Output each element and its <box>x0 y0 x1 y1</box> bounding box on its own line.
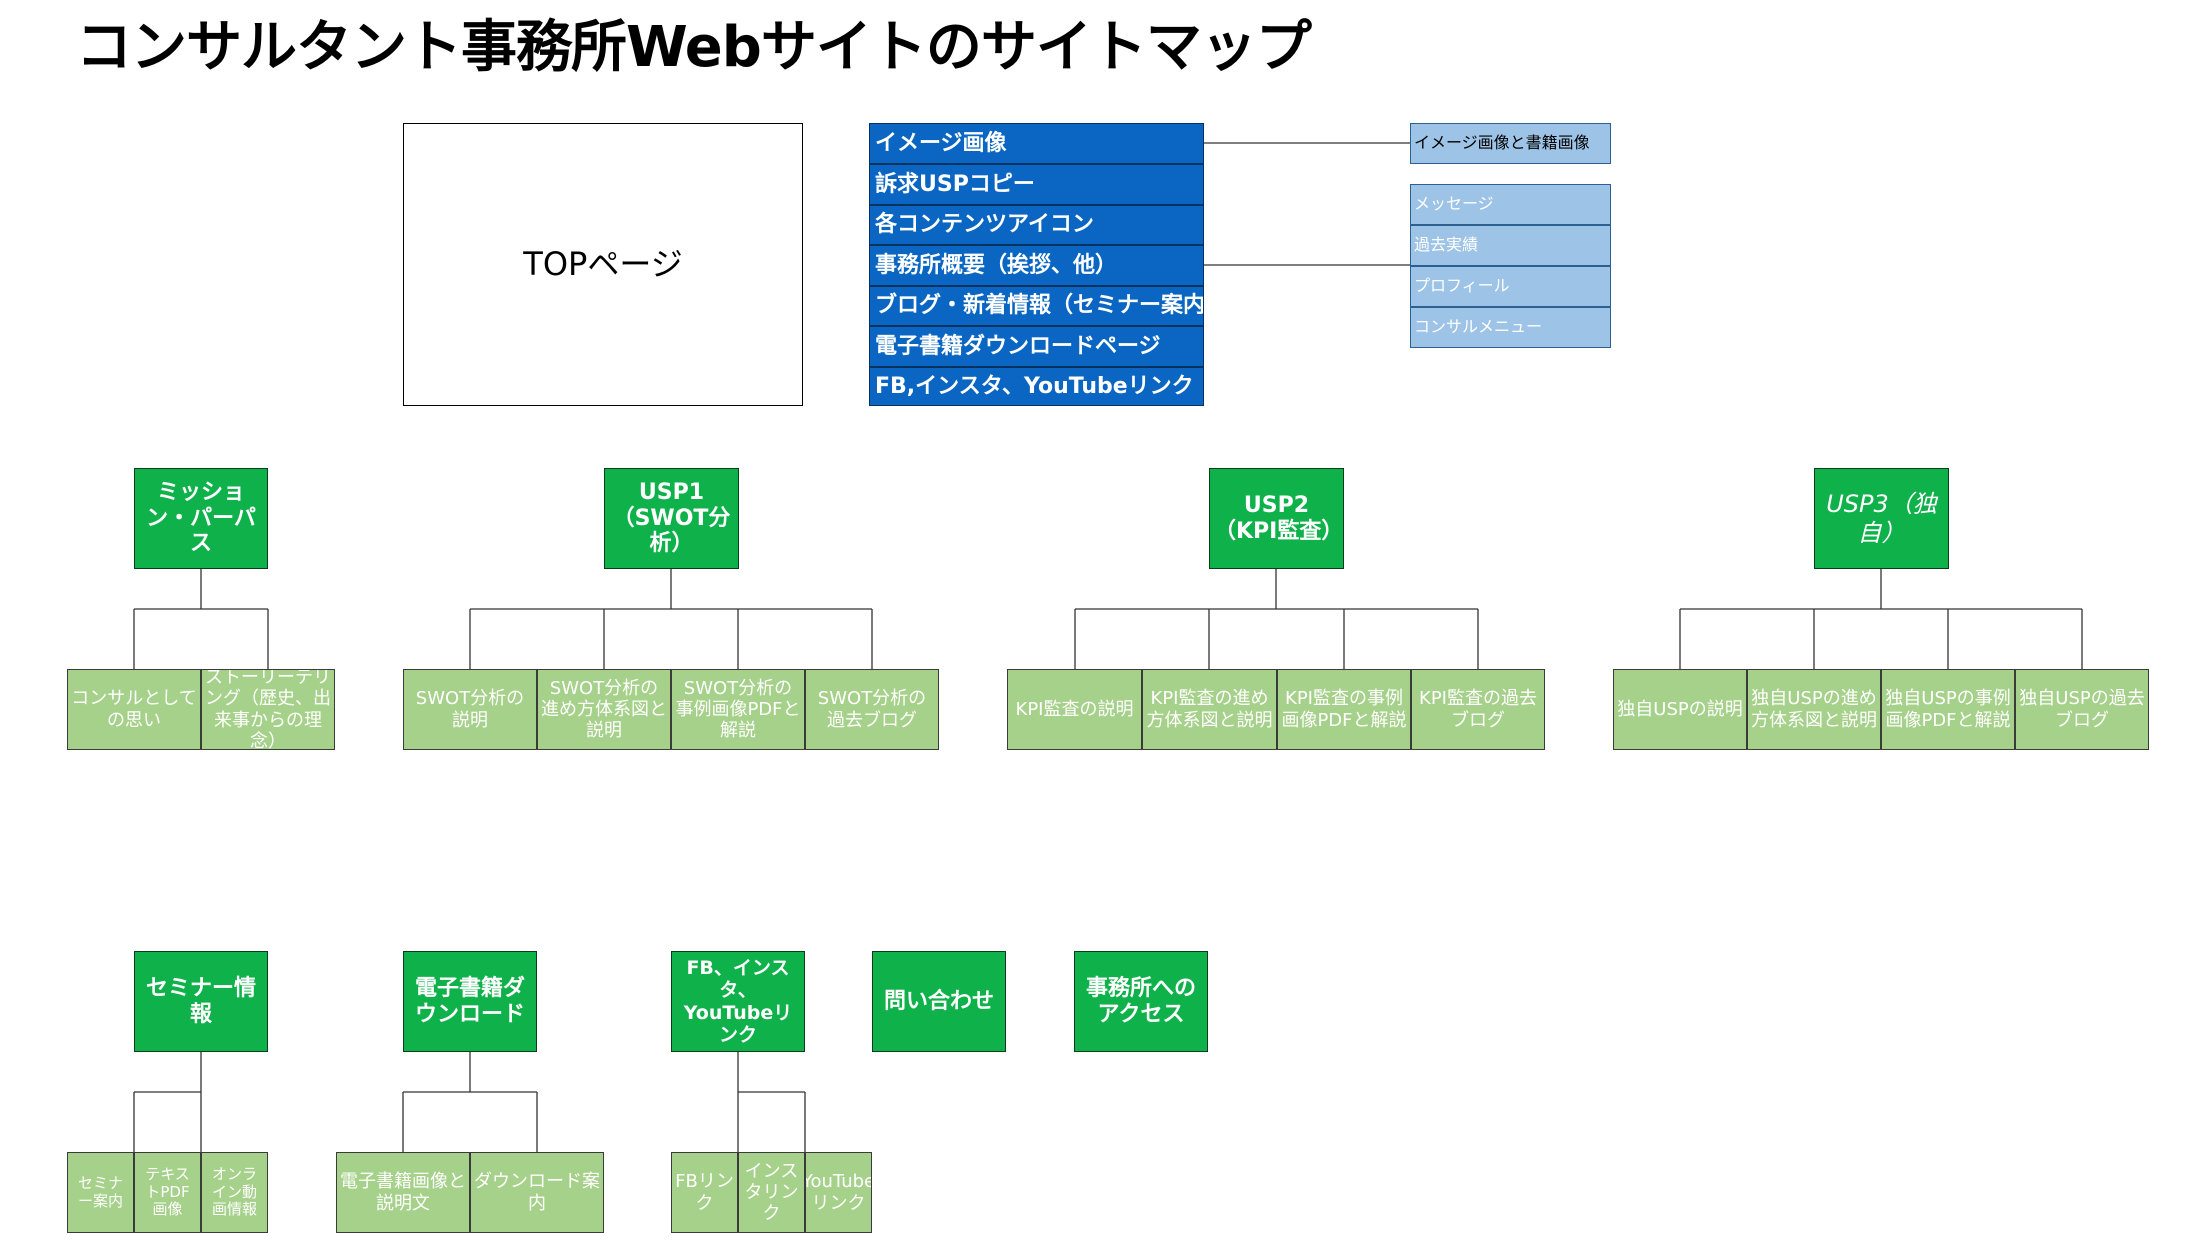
top-section-label: ブログ・新着情報（セミナー案内等） <box>875 293 1204 319</box>
subpage-label: ストーリーテリング（歴史、出来事からの理念） <box>205 669 331 750</box>
image-detail-label: イメージ画像と書籍画像 <box>1414 133 1590 153</box>
subpage-label: セミナー案内 <box>77 1173 123 1210</box>
top-section-label: イメージ画像 <box>875 130 1007 156</box>
top-section-office-overview: 事務所概要（挨拶、他） <box>869 245 1204 286</box>
top-page-label: TOPページ <box>523 244 683 283</box>
category-ebook-download: 電子書籍ダウンロード <box>403 951 537 1052</box>
subpage-label: YouTubeリンク <box>805 1171 872 1214</box>
category-label: ミッション・パーパス <box>146 479 256 557</box>
category-sns-links: FB、インスタ、YouTubeリンク <box>671 951 805 1052</box>
subpage-label: SWOT分析の説明 <box>415 688 525 731</box>
category-label: 問い合わせ <box>883 988 994 1014</box>
subpage-kpi-case-pdf: KPI監査の事例画像PDFと解説 <box>1277 669 1411 750</box>
subpage-label: KPI監査の説明 <box>1015 698 1134 720</box>
top-section-image: イメージ画像 <box>869 123 1204 164</box>
top-section-label: 訴求USPコピー <box>875 171 1035 197</box>
subpage-label: オンライン動画情報 <box>211 1164 257 1219</box>
category-label: セミナー情報 <box>145 975 256 1027</box>
office-detail-label: メッセージ <box>1414 194 1494 214</box>
subpage-label: 電子書籍画像と説明文 <box>340 1171 466 1214</box>
subpage-fb-link: FBリンク <box>671 1152 738 1233</box>
category-label: USP3（独自） <box>1826 490 1937 547</box>
office-detail-label: 過去実績 <box>1414 235 1479 255</box>
subpage-label: インスタリンク <box>744 1160 799 1225</box>
subpage-label: KPI監査の事例画像PDFと解説 <box>1281 688 1407 731</box>
subpage-storytelling: ストーリーテリング（歴史、出来事からの理念） <box>201 669 335 750</box>
subpage-online-video-info: オンライン動画情報 <box>201 1152 268 1233</box>
top-section-ebook-download: 電子書籍ダウンロードページ <box>869 326 1204 367</box>
subpage-label: 独自USPの説明 <box>1617 698 1743 720</box>
subpage-label: テキストPDF画像 <box>145 1164 190 1219</box>
subpage-label: KPI監査の過去ブログ <box>1419 688 1537 731</box>
subpage-download-guide: ダウンロード案内 <box>470 1152 604 1233</box>
subpage-seminar-guide: セミナー案内 <box>67 1152 134 1233</box>
subpage-kpi-explanation: KPI監査の説明 <box>1007 669 1142 750</box>
subpage-label: FBリンク <box>675 1171 734 1214</box>
subpage-instagram-link: インスタリンク <box>738 1152 805 1233</box>
office-detail-profile: プロフィール <box>1410 266 1611 307</box>
top-section-label: 各コンテンツアイコン <box>875 212 1094 238</box>
category-label: 電子書籍ダウンロード <box>414 975 525 1027</box>
top-section-label: 事務所概要（挨拶、他） <box>875 252 1118 278</box>
subpage-swot-explanation: SWOT分析の説明 <box>403 669 537 750</box>
subpage-ebook-image-description: 電子書籍画像と説明文 <box>336 1152 470 1233</box>
office-detail-label: プロフィール <box>1414 276 1510 296</box>
subpage-label: 独自USPの進め方体系図と説明 <box>1751 688 1877 731</box>
subpage-usp-past-blog: 独自USPの過去ブログ <box>2015 669 2149 750</box>
subpage-text-pdf-image: テキストPDF画像 <box>134 1152 201 1233</box>
top-section-label: 電子書籍ダウンロードページ <box>875 333 1161 359</box>
subpage-swot-case-pdf: SWOT分析の事例画像PDFと解説 <box>671 669 805 750</box>
category-usp2-kpi: USP2（KPI監査） <box>1209 468 1344 569</box>
subpage-youtube-link: YouTubeリンク <box>805 1152 872 1233</box>
category-mission-purpose: ミッション・パーパス <box>134 468 268 569</box>
top-section-usp-copy: 訴求USPコピー <box>869 164 1204 205</box>
subpage-label: KPI監査の進め方体系図と説明 <box>1146 688 1273 731</box>
subpage-label: コンサルとしての思い <box>71 688 197 731</box>
subpage-label: SWOT分析の進め方体系図と説明 <box>541 677 667 742</box>
category-label: 事務所へのアクセス <box>1085 975 1196 1027</box>
image-detail-box: イメージ画像と書籍画像 <box>1410 123 1611 164</box>
office-detail-label: コンサルメニュー <box>1414 317 1543 337</box>
subpage-kpi-past-blog: KPI監査の過去ブログ <box>1411 669 1545 750</box>
top-section-label: FB,インスタ、YouTubeリンク <box>875 373 1194 399</box>
top-page-box: TOPページ <box>403 123 803 406</box>
office-detail-message: メッセージ <box>1410 184 1611 225</box>
subpage-usp-case-pdf: 独自USPの事例画像PDFと解説 <box>1881 669 2015 750</box>
subpage-label: 独自USPの事例画像PDFと解説 <box>1885 688 2011 731</box>
category-usp3-original: USP3（独自） <box>1814 468 1949 569</box>
category-label: FB、インスタ、YouTubeリンク <box>683 956 793 1046</box>
subpage-consultant-thoughts: コンサルとしての思い <box>67 669 201 750</box>
subpage-usp-explanation: 独自USPの説明 <box>1613 669 1747 750</box>
subpage-label: SWOT分析の過去ブログ <box>817 688 927 731</box>
category-usp1-swot: USP1（SWOT分析） <box>604 468 739 569</box>
top-section-content-icons: 各コンテンツアイコン <box>869 205 1204 245</box>
subpage-label: ダウンロード案内 <box>474 1171 600 1214</box>
top-section-sns-links: FB,インスタ、YouTubeリンク <box>869 367 1204 406</box>
top-section-blog-news: ブログ・新着情報（セミナー案内等） <box>869 286 1204 326</box>
category-label: USP1（SWOT分析） <box>612 479 731 557</box>
subpage-label: SWOT分析の事例画像PDFと解説 <box>675 677 801 742</box>
office-detail-track-record: 過去実績 <box>1410 225 1611 266</box>
page-title: コンサルタント事務所Webサイトのサイトマップ <box>76 15 1312 80</box>
subpage-usp-process: 独自USPの進め方体系図と説明 <box>1747 669 1881 750</box>
category-office-access: 事務所へのアクセス <box>1074 951 1208 1052</box>
category-seminar-info: セミナー情報 <box>134 951 268 1052</box>
subpage-swot-process: SWOT分析の進め方体系図と説明 <box>537 669 671 750</box>
subpage-label: 独自USPの過去ブログ <box>2019 688 2145 731</box>
category-label: USP2（KPI監査） <box>1214 492 1344 544</box>
subpage-swot-past-blog: SWOT分析の過去ブログ <box>805 669 939 750</box>
category-contact: 問い合わせ <box>872 951 1006 1052</box>
office-detail-consulting-menu: コンサルメニュー <box>1410 307 1611 348</box>
subpage-kpi-process: KPI監査の進め方体系図と説明 <box>1142 669 1277 750</box>
